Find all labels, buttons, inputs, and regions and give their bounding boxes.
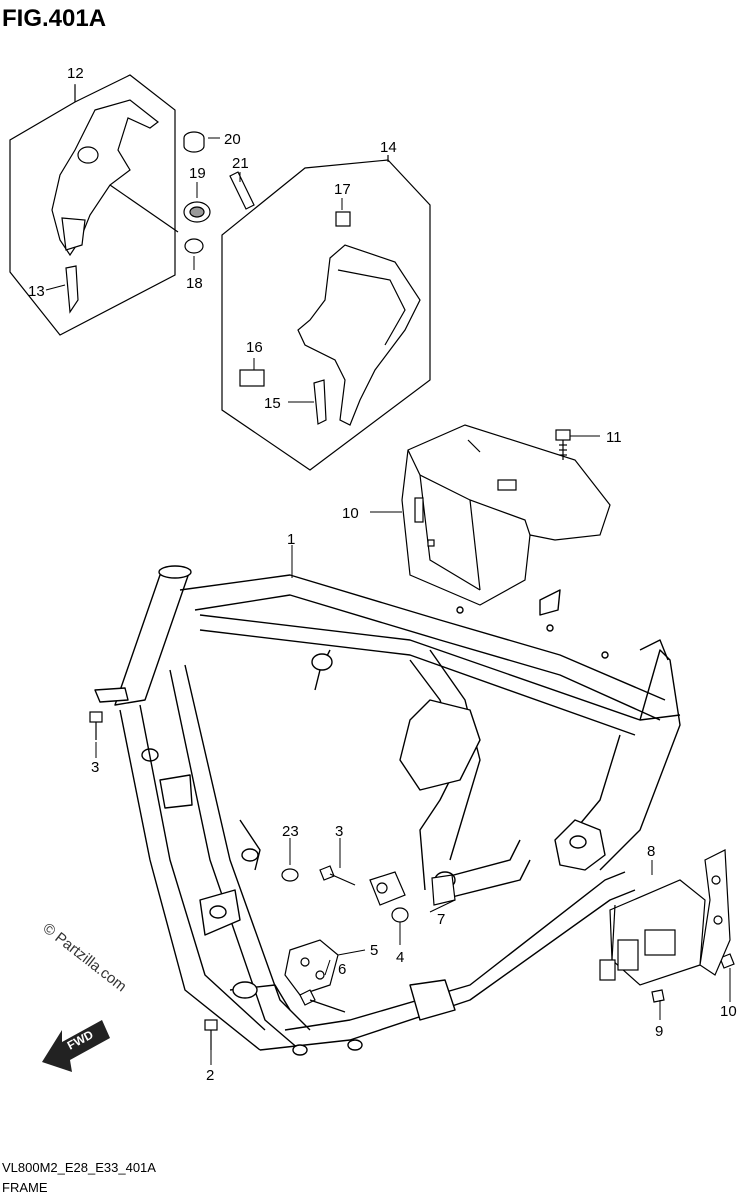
bolt-parts <box>89 711 735 1050</box>
engine-mount-parts <box>284 871 456 996</box>
callout-10: 10 <box>720 1003 737 1020</box>
callout-20: 19 <box>189 165 206 182</box>
callout-14: 13 <box>28 283 45 300</box>
callout-15: 14 <box>380 139 397 156</box>
callout-1: 1 <box>287 531 295 548</box>
callout-2: 2 <box>206 1067 214 1084</box>
callout-12: 11 <box>606 429 622 446</box>
watermark-text: © Partzilla.com <box>40 920 130 996</box>
callout-3-front: 3 <box>91 759 99 776</box>
figure-title: FIG.401A <box>2 5 106 32</box>
figure-code: VL800M2_E28_E33_401A <box>2 1160 156 1175</box>
callout-13: 12 <box>67 65 84 82</box>
grommet-parts <box>183 131 255 254</box>
callout-11: 10 <box>342 505 359 522</box>
callout-17: 16 <box>246 339 263 356</box>
leader-lines <box>45 84 731 1065</box>
callout-8: 8 <box>647 843 655 860</box>
callout-7: 7 <box>437 911 445 928</box>
battery-box-part <box>401 424 611 606</box>
callout-4: 4 <box>396 949 404 966</box>
callout-18: 17 <box>334 181 351 198</box>
callout-3-mid: 3 <box>335 823 343 840</box>
tank-cover-part <box>239 211 421 426</box>
forward-arrow-icon: FWD <box>42 1020 110 1072</box>
main-frame-part <box>94 565 681 1056</box>
callout-23: 23 <box>282 823 299 840</box>
callout-6: 6 <box>338 961 346 978</box>
callout-19: 18 <box>186 275 203 292</box>
figure-name: FRAME <box>2 1180 48 1195</box>
callout-9: 9 <box>655 1023 663 1040</box>
callout-21: 20 <box>224 131 241 148</box>
callout-labels: 12 13 20 21 19 18 14 17 16 15 11 10 1 3 … <box>28 65 737 1084</box>
bracket-8-part <box>599 849 731 986</box>
bolt-12 <box>555 429 571 460</box>
callout-16: 15 <box>264 395 281 412</box>
side-cover-part <box>51 99 179 314</box>
callout-5: 5 <box>370 942 378 959</box>
callout-22: 21 <box>232 155 249 172</box>
